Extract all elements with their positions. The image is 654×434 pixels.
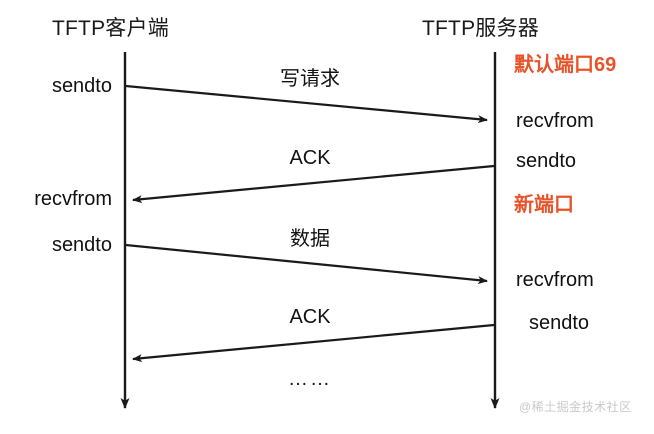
actor-title-client: TFTP客户端: [52, 17, 169, 40]
message-arrow-write-request: [125, 84, 488, 124]
annotation-new-port: 新端口: [514, 194, 574, 216]
message-label-ack-1: ACK: [289, 147, 331, 169]
right-label-sendto-2: sendto: [529, 312, 590, 334]
left-label-sendto-1: sendto: [51, 75, 112, 97]
actor-title-server: TFTP服务器: [422, 17, 539, 40]
right-label-sendto-1: sendto: [516, 150, 577, 172]
right-label-recvfrom-1: recvfrom: [516, 110, 594, 132]
right-label-recvfrom-2: recvfrom: [516, 269, 594, 291]
message-label-write-request: 写请求: [280, 68, 340, 90]
watermark-label: @稀土掘金技术社区: [519, 400, 632, 414]
annotation-default-port: 默认端口69: [514, 54, 617, 76]
message-arrow-ack-1: [132, 164, 495, 204]
continuation-ellipsis: ……: [288, 368, 332, 390]
message-arrow-data: [125, 243, 488, 285]
left-label-recvfrom-1: recvfrom: [34, 188, 112, 210]
message-label-data: 数据: [290, 228, 330, 250]
message-label-ack-2: ACK: [289, 306, 331, 328]
left-label-sendto-2: sendto: [51, 234, 112, 256]
message-arrow-ack-2: [132, 323, 495, 363]
